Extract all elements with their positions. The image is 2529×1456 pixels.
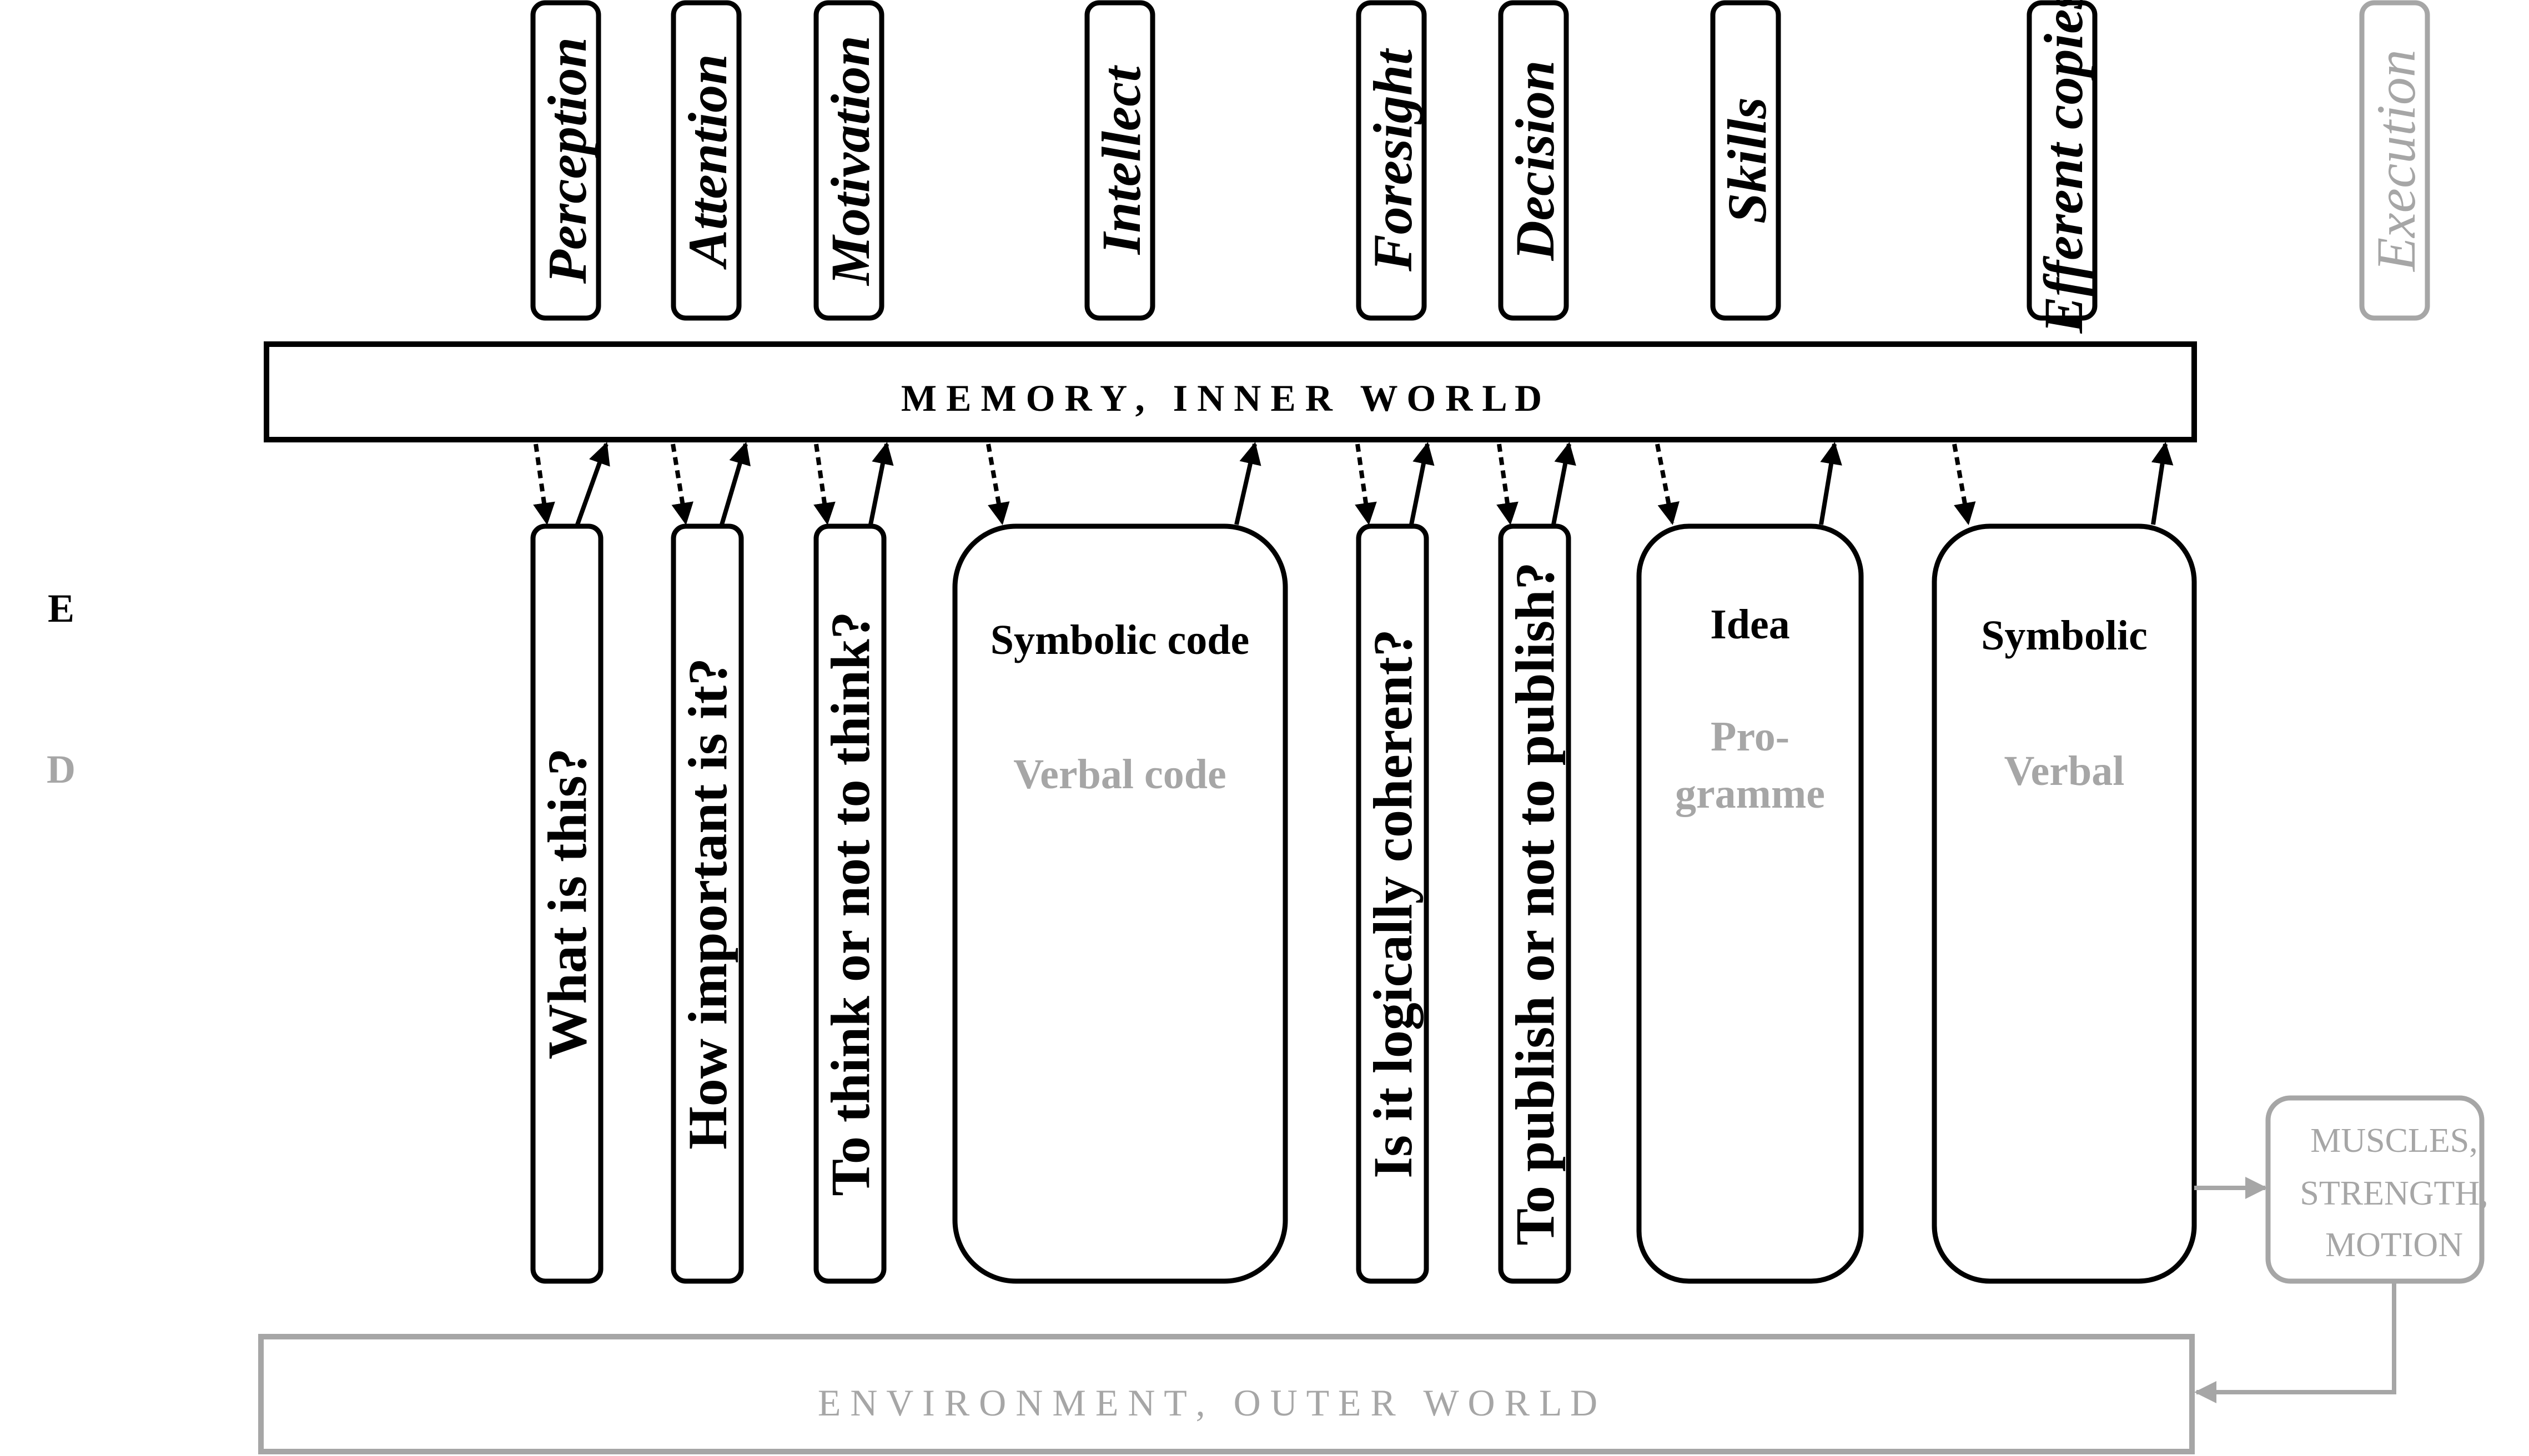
intellect-label: Intellect bbox=[1090, 64, 1152, 255]
dotted-arrow-down-idea bbox=[1655, 444, 1680, 525]
muscles-box: MUSCLES, STRENGTH, MOTION bbox=[2265, 1095, 2488, 1284]
question-box-logically-coherent: Is it logically coherent? bbox=[1356, 523, 1429, 1284]
muscles-line2: STRENGTH, bbox=[2300, 1175, 2488, 1212]
solid-arrow-up-perception bbox=[575, 442, 610, 526]
attention-label: Attention bbox=[677, 54, 738, 270]
efferent-copies-label: Efferent copies bbox=[2033, 0, 2094, 334]
question-box-to-publish: To publish or not to publish? bbox=[1498, 523, 1571, 1284]
solid-arrow-up-publish bbox=[1551, 442, 1576, 525]
top-box-skills: Skills bbox=[1710, 0, 1781, 321]
solid-arrow-up-motivation bbox=[868, 442, 894, 525]
dotted-arrow-down-publish bbox=[1496, 444, 1519, 525]
solid-arrow-up-symbolic bbox=[2151, 442, 2174, 525]
side-label-e: E bbox=[48, 586, 74, 631]
symbolic-code-title: Symbolic code bbox=[991, 617, 1250, 663]
how-important-label: How important is it? bbox=[677, 658, 738, 1150]
arrow-muscles-to-environment bbox=[2194, 1281, 2396, 1403]
solid-arrow-up-attention bbox=[720, 442, 751, 526]
solid-arrow-up-coherent bbox=[1409, 442, 1435, 525]
what-is-this-label: What is this? bbox=[536, 748, 598, 1059]
dotted-arrow-down-perception bbox=[533, 444, 555, 525]
side-label-d: D bbox=[47, 747, 76, 792]
symbolic-title: Symbolic bbox=[1981, 612, 2148, 659]
top-box-execution: Execution bbox=[2359, 0, 2430, 321]
idea-title: Idea bbox=[1710, 601, 1790, 648]
idea-box: Idea Pro- gramme bbox=[1636, 523, 1864, 1284]
question-box-how-important: How important is it? bbox=[671, 523, 744, 1284]
foresight-label: Foresight bbox=[1362, 48, 1424, 272]
environment-outer-world-band: E N V I R O N M E N T , O U T E R W O R … bbox=[258, 1334, 2195, 1454]
memory-band-label: M E M O R Y , I N N E R W O R L D bbox=[901, 377, 1542, 419]
arrows-memory-lower bbox=[533, 442, 2174, 526]
question-box-what-is-this: What is this? bbox=[530, 523, 604, 1284]
verbal-subtitle: Verbal bbox=[2004, 748, 2125, 794]
question-box-to-think: To think or not to think? bbox=[813, 523, 887, 1284]
dotted-arrow-down-symbolic bbox=[1952, 444, 1976, 525]
top-box-intellect: Intellect bbox=[1084, 0, 1155, 321]
dotted-arrow-down-code bbox=[986, 444, 1010, 525]
solid-arrow-up-code bbox=[1234, 442, 1261, 525]
execution-label: Execution bbox=[2365, 49, 2427, 273]
top-box-perception: Perception bbox=[530, 0, 601, 321]
solid-arrow-up-idea bbox=[1819, 442, 1842, 525]
environment-band-label: E N V I R O N M E N T , O U T E R W O R … bbox=[818, 1382, 1597, 1424]
motivation-label: Motivation bbox=[819, 36, 881, 286]
decision-label: Decision bbox=[1504, 60, 1566, 261]
dotted-arrow-down-attention bbox=[671, 444, 693, 525]
programme-line2: gramme bbox=[1675, 770, 1825, 817]
muscles-line3: MOTION bbox=[2325, 1226, 2463, 1264]
logically-coherent-label: Is it logically coherent? bbox=[1362, 629, 1424, 1178]
top-box-foresight: Foresight bbox=[1356, 0, 1427, 321]
programme-line1: Pro- bbox=[1711, 713, 1789, 760]
top-box-attention: Attention bbox=[671, 0, 742, 321]
code-box: Symbolic code Verbal code bbox=[952, 523, 1288, 1284]
muscles-line1: MUSCLES, bbox=[2310, 1122, 2477, 1160]
top-box-decision: Decision bbox=[1498, 0, 1569, 321]
dotted-arrow-down-coherent bbox=[1355, 444, 1377, 525]
to-publish-label: To publish or not to publish? bbox=[1504, 562, 1566, 1245]
memory-inner-world-band: M E M O R Y , I N N E R W O R L D bbox=[264, 341, 2197, 442]
top-box-efferent-copies: Efferent copies bbox=[2027, 0, 2098, 334]
verbal-code-subtitle: Verbal code bbox=[1013, 751, 1226, 798]
dotted-arrow-down-motivation bbox=[813, 444, 836, 525]
top-box-motivation: Motivation bbox=[813, 0, 884, 321]
skills-label: Skills bbox=[1716, 97, 1778, 224]
symbolic-box: Symbolic Verbal bbox=[1932, 523, 2197, 1284]
to-think-label: To think or not to think? bbox=[819, 611, 881, 1196]
perception-label: Perception bbox=[536, 37, 598, 284]
